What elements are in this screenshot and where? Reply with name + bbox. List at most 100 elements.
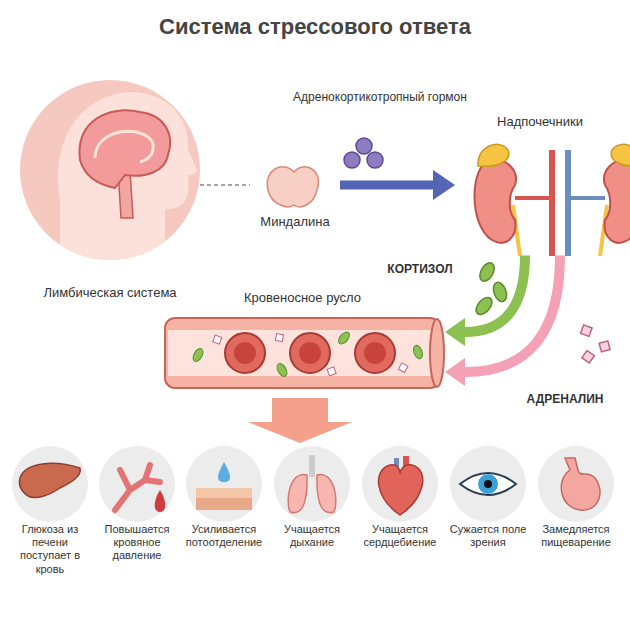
kidneys-figure (549, 150, 555, 256)
adrenaline-molecules (581, 325, 593, 337)
head-figure (20, 80, 200, 262)
effect-icons (196, 498, 252, 510)
blood-vessel (165, 318, 440, 388)
arrow-head (445, 318, 465, 346)
cortisol-molecules (473, 294, 495, 317)
arrow-head (445, 358, 465, 386)
effect-item: Учащается сердцебиение (357, 445, 443, 549)
blood-vessel (165, 318, 444, 388)
effect-icons (309, 455, 315, 477)
diagram-title: Система стрессового ответа (0, 14, 630, 40)
effect-icons (218, 462, 230, 482)
blood-vessel (191, 347, 205, 363)
effect-item: Повышается кровяное давление (94, 445, 180, 563)
effect-item: Учащается дыхание (269, 445, 355, 549)
effect-icons (317, 474, 336, 512)
hormone-molecules (344, 152, 360, 168)
effect-icons (186, 446, 262, 522)
node-label: Миндалина (250, 214, 340, 230)
node-label: Глюкоза из печени поступает в кровь (7, 523, 93, 576)
node-label: Кровеносное русло (160, 290, 445, 306)
node-label: Повышается кровяное давление (94, 523, 180, 563)
adrenal-glands: Надпочечники (455, 114, 625, 256)
cortisol-molecules (491, 281, 509, 304)
blood-vessel (299, 342, 321, 364)
edge-label: КОРТИЗОЛ (368, 262, 472, 277)
effect-icons (362, 446, 438, 522)
kidneys-figure (611, 144, 630, 166)
kidneys-figure (478, 144, 509, 166)
connector (465, 256, 560, 372)
figure-space (181, 445, 267, 523)
effect-item: Замедляется пищеварение (533, 445, 619, 549)
effect-icons (155, 490, 166, 512)
cortisol-molecules (473, 260, 509, 317)
figure-space (160, 306, 445, 404)
amygdala-figure (267, 167, 318, 207)
kidneys-figure (604, 144, 630, 242)
effect-icons (12, 446, 88, 522)
blood-vessel (234, 342, 256, 364)
amygdala: Миндалина (250, 158, 340, 230)
effect-icons (561, 458, 600, 510)
kidneys-figure (565, 150, 571, 256)
kidneys-figure (515, 196, 552, 200)
node-label: Надпочечники (455, 114, 625, 130)
effect-icons (288, 474, 307, 512)
blood-vessel (275, 362, 289, 378)
amygdala-figure (267, 167, 318, 207)
brain-figure (95, 131, 153, 162)
kidneys-figure (604, 160, 630, 243)
arrow-head (433, 170, 455, 200)
blood-vessel (225, 333, 265, 373)
figure-space (455, 130, 625, 256)
node-label: Сужается поле зрения (445, 523, 531, 549)
hormone-molecules (367, 152, 383, 168)
connector (200, 184, 250, 186)
blood-vessel (336, 330, 351, 346)
kidneys-figure (475, 144, 630, 256)
edge-label: АДРЕНАЛИН (510, 392, 620, 407)
effect-icons (484, 480, 492, 488)
brain-figure (80, 110, 171, 218)
blood-vessel (275, 334, 283, 342)
kidneys-figure (568, 196, 605, 200)
effect-icons (274, 446, 350, 522)
blood-vessel (168, 330, 437, 376)
brain-figure (80, 110, 171, 188)
blood-vessel (191, 330, 424, 378)
head-figure (58, 92, 198, 262)
blood-vessel (234, 342, 386, 364)
effect-icons (19, 463, 80, 497)
effect-item: Усиливается потоотделение (181, 445, 267, 549)
blood-vessel (355, 333, 395, 373)
connector (340, 181, 433, 190)
effect-icons (478, 474, 498, 494)
blood-vessel (225, 333, 395, 373)
node-label: Замедляется пищеварение (533, 523, 619, 549)
edge-label: Адренокортикотропный гормон (290, 90, 470, 105)
blood-vessel (430, 319, 444, 387)
effect-item: Глюкоза из печени поступает в кровь (7, 445, 93, 576)
effect-icons (115, 465, 160, 510)
node-label: Учащается дыхание (269, 523, 355, 549)
limbic-system: Лимбическая система (20, 80, 200, 301)
blood-vessel (364, 342, 386, 364)
hormone-molecules (344, 138, 383, 168)
effect-arrow (248, 398, 352, 443)
effect-icons (99, 446, 175, 522)
effect-icons (12, 446, 614, 522)
effect-icons (12, 446, 614, 522)
effect-icons (460, 473, 516, 495)
adrenaline-molecules (599, 341, 610, 352)
blood-vessel (290, 333, 330, 373)
bloodstream: Кровеносное русло (160, 290, 445, 404)
blood-vessel (398, 363, 408, 373)
figure-space (94, 445, 180, 523)
adrenaline-molecules (582, 350, 595, 363)
node-label: Учащается сердцебиение (357, 523, 443, 549)
kidneys-figure (475, 160, 516, 243)
figure-space (20, 80, 200, 285)
effect-item: Сужается поле зрения (445, 445, 531, 549)
